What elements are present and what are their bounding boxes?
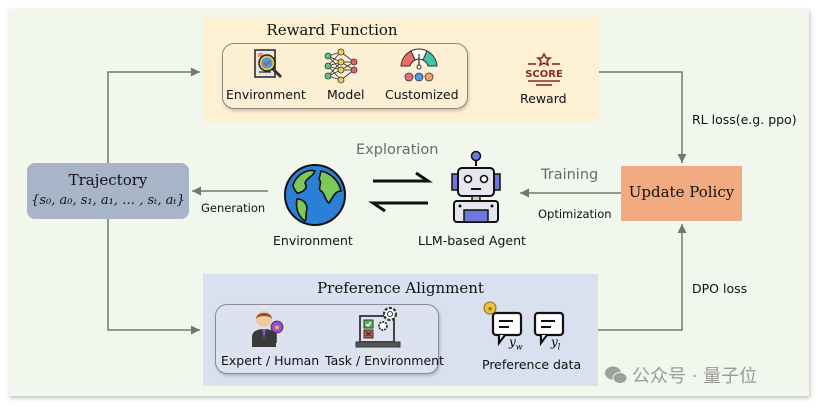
watermark-text: 公众号 · 量子位 bbox=[632, 366, 758, 387]
score-text: SCORE bbox=[525, 69, 563, 80]
trajectory-title: Trajectory bbox=[68, 171, 148, 189]
expert-person-icon: ★ bbox=[246, 307, 286, 351]
wechat-icon bbox=[604, 365, 628, 390]
agent-label: LLM-based Agent bbox=[418, 233, 526, 248]
watermark: 公众号 · 量子位 bbox=[604, 362, 757, 390]
preference-alignment-title: Preference Alignment bbox=[317, 279, 484, 297]
preference-data-label: Preference data bbox=[482, 357, 582, 372]
preference-alignment-panel: Preference Alignment ★ Expert / Human bbox=[203, 274, 598, 386]
robot-agent-icon bbox=[450, 150, 502, 228]
magnifier-checklist-icon bbox=[251, 48, 285, 86]
optimization-label: Optimization bbox=[538, 207, 612, 221]
svg-text:★: ★ bbox=[487, 305, 493, 313]
reward-source-environment-label: Environment bbox=[226, 87, 306, 102]
neural-network-icon bbox=[323, 48, 359, 88]
trajectory-box: Trajectory {s₀, a₀, s₁, a₁, … , sₜ, aₜ} bbox=[27, 163, 189, 219]
globe-icon bbox=[283, 163, 347, 231]
preference-sources-group: ★ Expert / Human Task / Environment bbox=[215, 304, 444, 374]
reward-function-title: Reward Function bbox=[266, 21, 398, 39]
trajectory-to-reward-connector bbox=[107, 67, 200, 163]
trajectory-formula: {s₀, a₀, s₁, a₁, … , sₜ, aₜ} bbox=[31, 193, 185, 208]
reward-to-policy-connector bbox=[598, 71, 687, 163]
exploration-environment-label: Environment bbox=[273, 233, 353, 248]
reward-function-panel: Reward Function Environment bbox=[203, 17, 468, 122]
reward-source-model-label: Model bbox=[327, 87, 365, 102]
loser-response-label: yl bbox=[551, 335, 561, 352]
generation-label: Generation bbox=[201, 201, 266, 215]
exploration-title: Exploration bbox=[356, 142, 439, 158]
trajectory-to-preference-connector bbox=[107, 219, 200, 335]
update-policy-box: Update Policy bbox=[621, 166, 742, 221]
dpo-loss-label: DPO loss bbox=[692, 281, 748, 296]
winner-response-label: yw bbox=[509, 335, 523, 352]
reward-source-customized-label: Customized bbox=[385, 87, 459, 102]
rl-loss-label: RL loss(e.g. ppo) bbox=[692, 112, 797, 127]
preference-to-policy-connector bbox=[598, 224, 687, 331]
svg-text:★: ★ bbox=[273, 323, 280, 332]
reward-sources-group: Environment M bbox=[222, 43, 468, 109]
exchange-arrow-left bbox=[368, 201, 428, 213]
laptop-gears-icon bbox=[354, 306, 402, 354]
reward-output-label: Reward bbox=[520, 91, 567, 106]
reward-output-panel bbox=[461, 17, 599, 122]
expert-human-label: Expert / Human bbox=[221, 353, 320, 368]
update-policy-title: Update Policy bbox=[628, 183, 735, 201]
training-title: Training bbox=[541, 167, 599, 183]
score-badge-icon: SCORE bbox=[522, 52, 566, 90]
task-environment-label: Task / Environment bbox=[325, 353, 444, 368]
preference-data-icon: ★ bbox=[481, 301, 576, 361]
exchange-arrow-right bbox=[373, 171, 433, 183]
gauge-faces-icon bbox=[397, 46, 441, 88]
